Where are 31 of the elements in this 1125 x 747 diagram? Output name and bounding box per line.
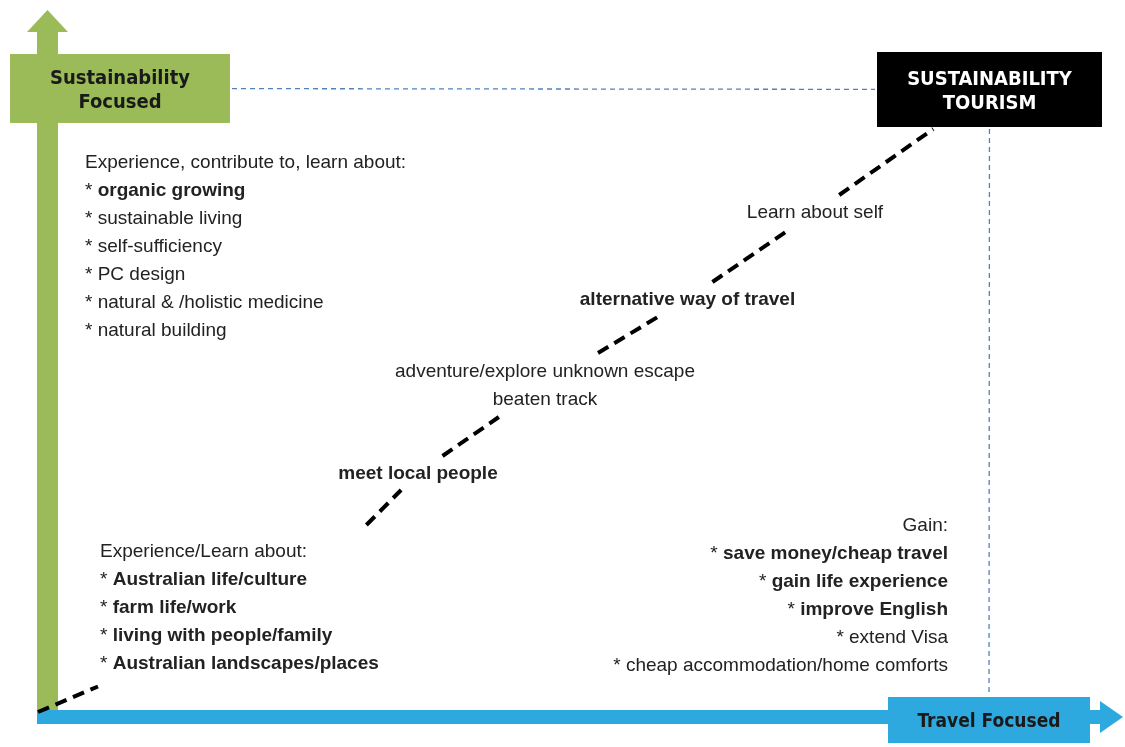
guide-line <box>231 87 876 91</box>
list-item: *save money/cheap travel <box>710 541 948 565</box>
highlight-box: SUSTAINABILITY TOURISM <box>877 52 1102 127</box>
dashed-path-line <box>441 415 500 458</box>
dashed-path-line <box>364 488 403 527</box>
list-item: * cheap accommodation/home comforts <box>613 653 948 677</box>
dashed-path-line <box>37 684 99 714</box>
list-item: *living with people/family <box>100 623 333 647</box>
list-item: * PC design <box>85 262 186 286</box>
path-label: alternative way of travel <box>545 284 830 314</box>
axis-label-box: Travel Focused <box>888 697 1090 743</box>
list-item: *farm life/work <box>100 595 237 619</box>
list-item: *organic growing <box>85 178 246 202</box>
list-item: * extend Visa <box>836 625 948 649</box>
list-item: * natural building <box>85 318 227 342</box>
path-label: adventure/explore unknown escape beaten track <box>390 355 700 415</box>
list-item: * sustainable living <box>85 206 243 230</box>
list-item: * self-sufficiency <box>85 234 222 258</box>
list-item: *improve English <box>787 597 948 621</box>
list-item: *Australian landscapes/places <box>100 651 379 675</box>
list-heading: Gain: <box>902 513 948 537</box>
list-item: * natural & /holistic medicine <box>85 290 324 314</box>
list-heading: Experience/Learn about: <box>100 539 308 563</box>
list-heading: Experience, contribute to, learn about: <box>85 150 407 174</box>
dashed-path-line <box>597 314 661 355</box>
path-label: meet local people <box>308 458 528 488</box>
path-label: Learn about self <box>715 197 915 227</box>
list-item: *gain life experience <box>758 569 948 593</box>
dashed-path-line <box>838 127 935 197</box>
list-item: *Australian life/culture <box>100 567 307 591</box>
axis-label-box: Sustainability Focused <box>10 54 230 123</box>
